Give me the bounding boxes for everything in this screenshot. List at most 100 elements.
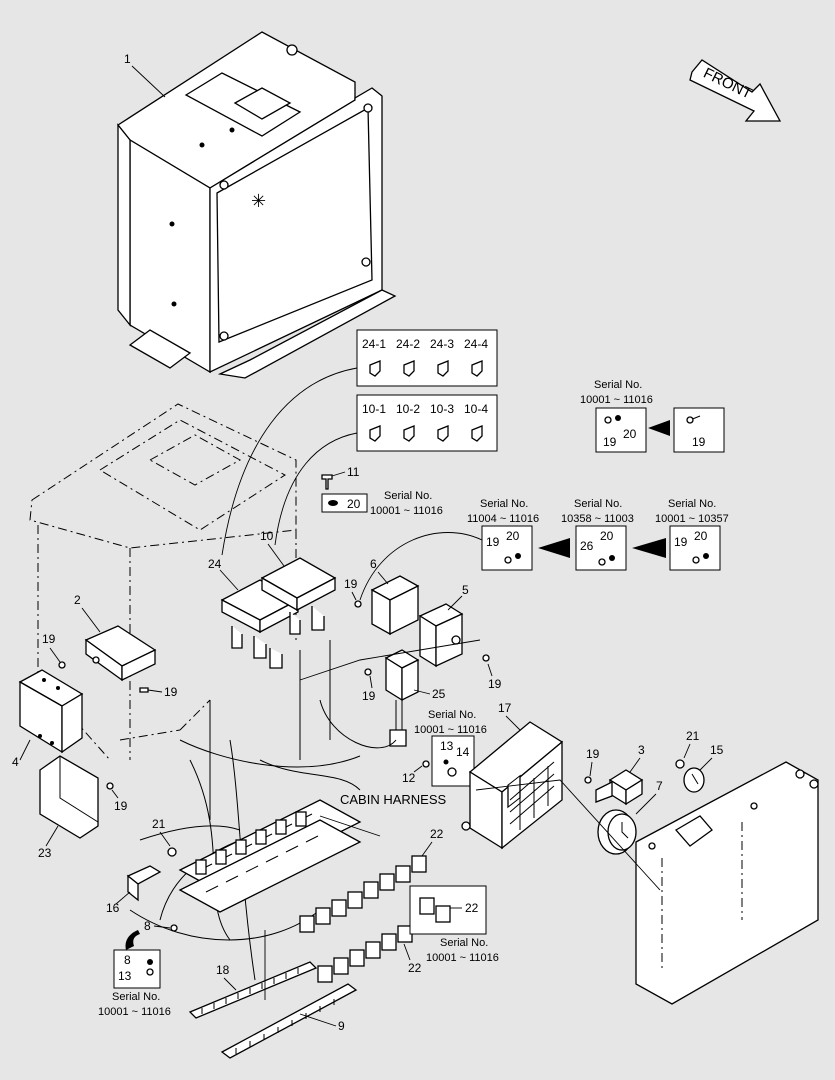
callout-20-sa: 20	[506, 529, 520, 543]
svg-text:10001 ~ 11016: 10001 ~ 11016	[98, 1006, 171, 1018]
callout-21-left: 21	[152, 817, 166, 831]
callout-21-right: 21	[686, 729, 700, 743]
relay-group-22-upper	[363, 855, 427, 899]
serial-note-mid: Serial No. 10001 ~ 11016 13 14	[414, 709, 487, 787]
part-15-gauge	[683, 767, 705, 793]
serial-note-top-right: Serial No. 10001 ~ 11016 19 20 19	[580, 379, 725, 453]
svg-text:11004 ~ 11016: 11004 ~ 11016	[467, 513, 539, 525]
serial-note-a: Serial No. 11004 ~ 11016 19 20	[467, 498, 539, 571]
part-2-module	[84, 625, 157, 682]
part-7-gauge	[597, 809, 637, 855]
serial-note-c: Serial No. 10001 ~ 10357 19 20	[655, 498, 729, 571]
fuse-10-1-label: 10-1	[362, 402, 386, 416]
svg-text:Serial No.: Serial No.	[440, 937, 488, 949]
fuse-10-3-label: 10-3	[430, 402, 454, 416]
cabin-harness-label: CABIN HARNESS	[340, 792, 447, 807]
svg-text:✳: ✳	[251, 191, 266, 211]
part-23-cover	[39, 755, 99, 839]
part-6-relay	[370, 575, 420, 636]
fuse-10-4-label: 10-4	[464, 402, 488, 416]
callout-3: 3	[638, 743, 645, 757]
callout-5: 5	[462, 583, 469, 597]
front-arrow: FRONT	[689, 59, 782, 122]
callout-19-p6: 19	[344, 577, 358, 591]
fuse-10-2-label: 10-2	[396, 402, 420, 416]
callout-19-sa: 19	[486, 535, 500, 549]
callout-6: 6	[370, 557, 377, 571]
svg-text:10001 ~ 10357: 10001 ~ 10357	[655, 513, 729, 525]
svg-text:10358 ~ 11003: 10358 ~ 11003	[561, 513, 634, 525]
svg-text:Serial No.: Serial No.	[480, 498, 528, 510]
fuse-24-4-label: 24-4	[464, 337, 488, 351]
svg-text:Serial No.: Serial No.	[384, 490, 432, 502]
svg-text:Serial No.: Serial No.	[594, 379, 642, 391]
fuse-block-10	[260, 557, 337, 635]
callout-19-p3: 19	[586, 747, 600, 761]
callout-2: 2	[74, 593, 81, 607]
callout-14: 14	[456, 745, 470, 759]
callout-19-tr-b: 19	[692, 435, 706, 449]
callout-19-p23: 19	[114, 799, 128, 813]
part-4-controller	[18, 669, 84, 754]
callout-9: 9	[338, 1019, 345, 1033]
callout-13-box: 13	[118, 969, 132, 983]
fuse-24-1-label: 24-1	[362, 337, 386, 351]
svg-text:Serial No.: Serial No.	[668, 498, 716, 510]
callout-20-sb: 20	[600, 529, 614, 543]
callout-20-sc: 20	[694, 529, 708, 543]
callout-8-box: 8	[124, 953, 131, 967]
callout-17: 17	[498, 701, 512, 715]
svg-text:Serial No.: Serial No.	[112, 991, 160, 1003]
callout-26: 26	[580, 539, 594, 553]
serial-note-b: Serial No. 10358 ~ 11003 26 20	[561, 498, 634, 571]
callout-19-p5: 19	[488, 677, 502, 691]
callout-25: 25	[432, 687, 446, 701]
relay-bank	[178, 799, 362, 913]
callout-18: 18	[216, 963, 230, 977]
part-18-strip	[188, 961, 318, 1019]
callout-20-n: 20	[347, 497, 361, 511]
callout-22-upper: 22	[430, 827, 444, 841]
callout-4: 4	[12, 755, 19, 769]
callout-10: 10	[260, 529, 274, 543]
cab-box-part-1: ✳	[117, 31, 397, 379]
callout-16: 16	[106, 901, 120, 915]
svg-text:Serial No.: Serial No.	[574, 498, 622, 510]
part-5-module	[418, 603, 464, 668]
callout-22-lower: 22	[408, 961, 422, 975]
serial-note-bottom-left: 8 13 Serial No. 10001 ~ 11016	[98, 930, 171, 1018]
callout-19-p4: 19	[42, 632, 56, 646]
part-3-buzzer	[595, 769, 644, 806]
relay-group-22-mid	[299, 891, 363, 933]
callout-11: 11	[347, 465, 360, 479]
callout-19-sc: 19	[674, 535, 688, 549]
callout-20-tr: 20	[623, 427, 637, 441]
callout-22-box: 22	[465, 901, 479, 915]
svg-text:10001 ~ 11016: 10001 ~ 11016	[370, 505, 443, 517]
part-9-strip	[220, 983, 358, 1059]
callout-19-tr-a: 19	[603, 435, 617, 449]
phantom-frame	[29, 403, 297, 761]
serial-note-relay: 22 Serial No. 10001 ~ 11016	[409, 885, 499, 964]
svg-text:Serial No.: Serial No.	[428, 709, 476, 721]
callout-19-p2: 19	[164, 685, 178, 699]
callout-1: 1	[124, 52, 131, 66]
svg-text:10001 ~ 11016: 10001 ~ 11016	[580, 394, 653, 406]
part-16-clamp	[126, 865, 162, 902]
callout-23: 23	[38, 846, 52, 860]
svg-text:10001 ~ 11016: 10001 ~ 11016	[414, 724, 487, 736]
callout-24: 24	[208, 557, 222, 571]
fuse-box-24: 24-1 24-2 24-3 24-4	[356, 329, 498, 387]
fuse-24-3-label: 24-3	[430, 337, 454, 351]
fuse-box-10: 10-1 10-2 10-3 10-4	[356, 394, 498, 452]
relay-group-22-lower	[317, 925, 413, 983]
callout-12: 12	[402, 771, 416, 785]
mounting-bracket	[635, 761, 819, 1005]
callout-19-p25: 19	[362, 689, 376, 703]
svg-text:10001 ~ 11016: 10001 ~ 11016	[426, 952, 499, 964]
callout-8-main: 8	[144, 919, 151, 933]
part-17-panel	[461, 721, 564, 850]
callout-15: 15	[710, 743, 724, 757]
fuse-24-2-label: 24-2	[396, 337, 420, 351]
